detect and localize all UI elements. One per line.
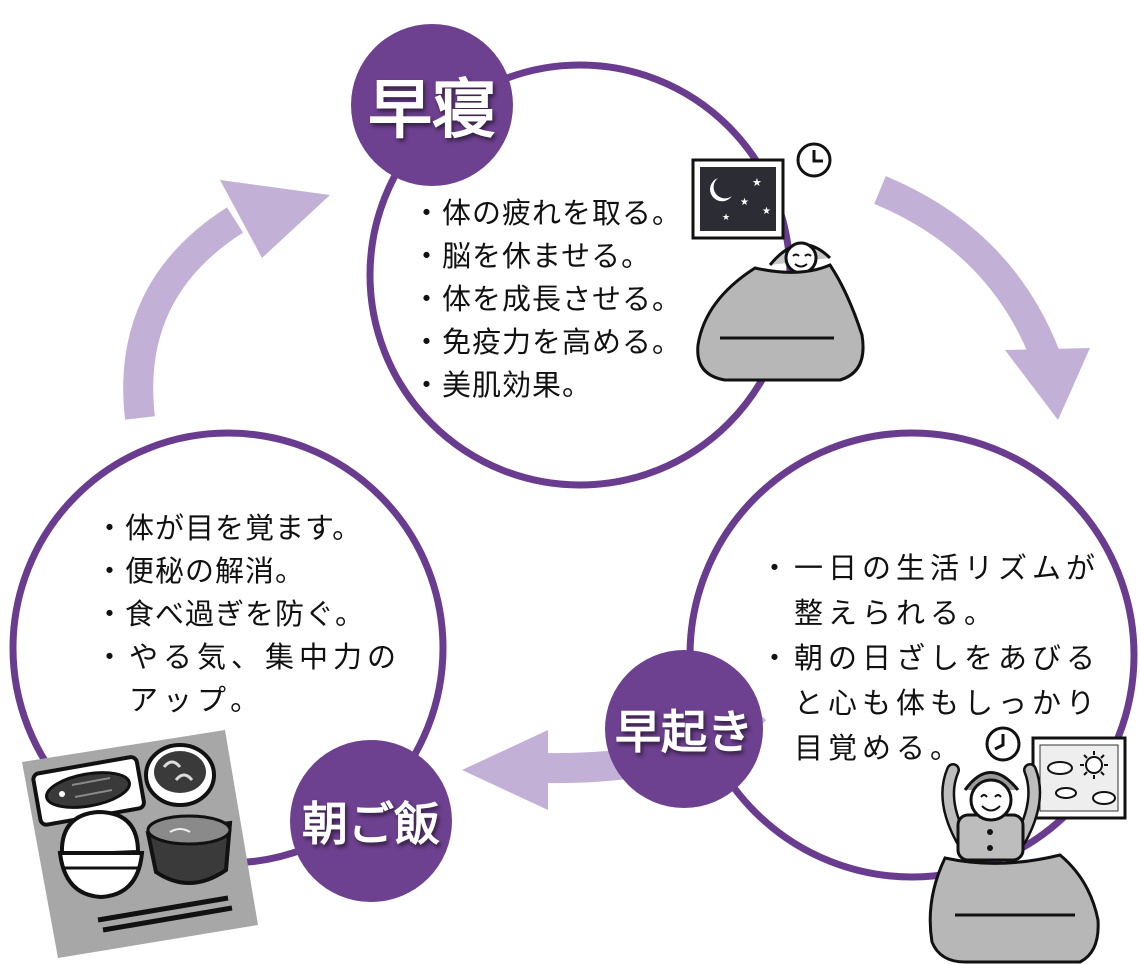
svg-text:★: ★ — [752, 176, 762, 189]
sleep-benefit: ・体を成長させる。 — [412, 282, 683, 316]
svg-text:★: ★ — [762, 206, 771, 217]
svg-text:★: ★ — [740, 197, 749, 208]
wake-benefit: ・一日の生活リズムが — [760, 551, 1101, 585]
sleep-benefit: ・美肌効果。 — [412, 368, 593, 402]
wake-benefit: ・朝の日ざしをあびる — [760, 641, 1101, 675]
wake-benefit: 整えられる。 — [760, 596, 999, 630]
badge-sleep: 早寝 — [351, 24, 513, 186]
breakfast-benefit: アップ。 — [95, 683, 265, 717]
breakfast-benefit: ・食べ過ぎを防ぐ。 — [95, 597, 366, 631]
japanese-breakfast-tray-icon — [22, 730, 258, 958]
breakfast-benefit: ・便秘の解消。 — [95, 554, 306, 588]
waking-child-sun-window-clock-icon — [928, 726, 1127, 964]
sleep-benefit: ・体の疲れを取る。 — [412, 196, 683, 230]
svg-text:★: ★ — [722, 213, 730, 223]
breakfast-benefit: ・やる気、集中力の — [95, 640, 402, 674]
sleep-benefit: ・免疫力を高める。 — [412, 325, 683, 359]
badge-wake-label: 早起き — [615, 705, 753, 759]
wake-benefit: と心も体もしっかり — [760, 686, 1101, 720]
sleeping-child-night-window-clock-icon: ★ ★ ★ ★ — [691, 142, 865, 382]
arrow-breakfast-to-sleep — [123, 180, 330, 420]
badge-wake: 早起き — [605, 650, 763, 808]
wake-benefit: 目覚める。 — [760, 731, 965, 765]
badge-breakfast: 朝ご飯 — [290, 740, 452, 902]
badge-breakfast-label: 朝ご飯 — [302, 797, 440, 851]
sleep-benefit: ・脳を休ませる。 — [412, 239, 652, 273]
badge-sleep-label: 早寝 — [368, 74, 496, 148]
breakfast-benefit: ・体が目を覚ます。 — [95, 511, 363, 545]
arrow-sleep-to-wake — [874, 176, 1090, 420]
